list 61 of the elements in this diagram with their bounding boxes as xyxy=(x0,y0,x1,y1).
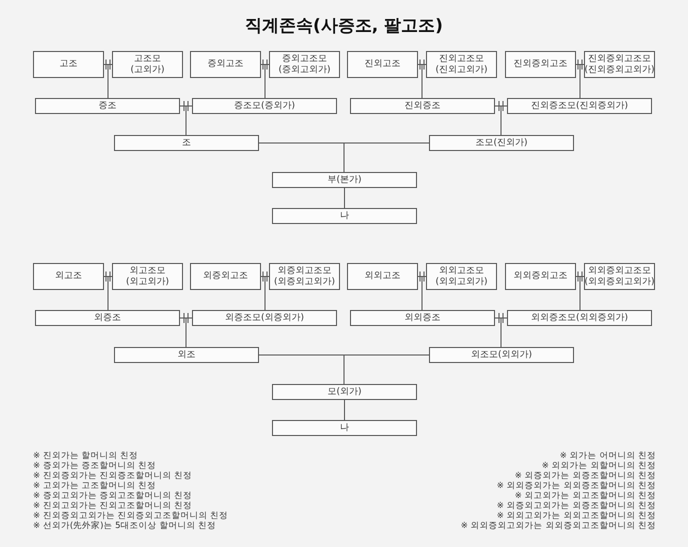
note: ※ 선외가(先外家)는 5대조이상 할머니의 친정 xyxy=(33,521,216,531)
connector-line xyxy=(344,188,345,208)
relative-box: 외증외고조 xyxy=(190,263,261,290)
relative-box: 진외고조 xyxy=(347,51,418,78)
marriage-line xyxy=(260,271,270,282)
relative-box: 진외증조 xyxy=(350,98,495,114)
note: ※ 외고외가는 외고조할머니의 친정 xyxy=(514,491,656,501)
relative-box: 외외증외고조모 (외외증외고외가) xyxy=(584,263,655,290)
relative-box: 외증조모(외증외가) xyxy=(192,310,337,326)
marriage-line xyxy=(260,59,270,70)
marriage-line xyxy=(576,271,584,282)
marriage-line xyxy=(418,271,426,282)
marriage-line xyxy=(104,59,112,70)
note: ※ 외증외가는 외증조할머니의 친정 xyxy=(514,471,656,481)
note: ※ 고외가는 고조할머니의 친정 xyxy=(33,481,156,491)
marriage-line xyxy=(576,59,584,70)
note: ※ 진외증외가는 진외증조할머니의 친정 xyxy=(33,471,192,481)
note: ※ 외외가는 외할머니의 친정 xyxy=(542,461,656,471)
relative-box: 진외고조모 (진외고외가) xyxy=(426,51,497,78)
relative-box: 증외고조 xyxy=(190,51,261,78)
note: ※ 증외고외가는 증외고조할머니의 친정 xyxy=(33,491,192,501)
relative-box: 고조모 (고외가) xyxy=(112,51,183,78)
relative-box: 외외증조모(외외증외가) xyxy=(507,310,652,326)
relative-box: 외고조 xyxy=(33,263,104,290)
note: ※ 외증외고외가는 외증조할머니의 친정 xyxy=(496,501,656,511)
note: ※ 외외고외가는 외외고조할머니의 친정 xyxy=(496,511,656,521)
title: 직계존속(사증조, 팔고조) xyxy=(244,15,444,37)
connector-line xyxy=(344,400,345,420)
relative-box: 모(외가) xyxy=(272,384,417,400)
relative-box: 부(본가) xyxy=(272,172,417,188)
relative-box: 진외증외고조모 (진외증외고외가) xyxy=(584,51,655,78)
marriage-line xyxy=(104,271,112,282)
note: ※ 외외증외고외가는 외외증외고조할머니의 친정 xyxy=(460,521,656,531)
relative-box: 외증외고조모 (외증외고외가) xyxy=(269,263,340,290)
relative-box: 나 xyxy=(272,208,417,224)
note: ※ 외외증외가는 외외증조할머니의 친정 xyxy=(496,481,656,491)
relative-box: 진외증조모(진외증외가) xyxy=(507,98,652,114)
relative-box: 증조 xyxy=(35,98,180,114)
relative-box: 외조 xyxy=(114,347,259,363)
descent-line xyxy=(258,142,430,172)
relative-box: 증외고조모 (증외고외가) xyxy=(269,51,340,78)
relative-box: 외조모(외외가) xyxy=(429,347,574,363)
note: ※ 진외가는 할머니의 친정 xyxy=(33,451,138,461)
relative-box: 외외증조 xyxy=(350,310,495,326)
marriage-line xyxy=(418,59,426,70)
relative-box: 진외증외고조 xyxy=(505,51,576,78)
relative-box: 증조모(증외가) xyxy=(192,98,337,114)
relative-box: 외외고조 xyxy=(347,263,418,290)
relative-box: 조모(진외가) xyxy=(429,135,574,151)
relative-box: 조 xyxy=(114,135,259,151)
note: ※ 진외고외가는 진외고조할머니의 친정 xyxy=(33,501,192,511)
descent-line xyxy=(258,354,430,384)
note: ※ 외가는 어머니의 친정 xyxy=(560,451,656,461)
relative-box: 외외고조모 (외외고외가) xyxy=(426,263,497,290)
note: ※ 진외증외고외가는 진외증외고조할머니의 친정 xyxy=(33,511,228,521)
relative-box: 외외증외고조 xyxy=(505,263,576,290)
note: ※ 증외가는 증조할머니의 친정 xyxy=(33,461,156,471)
relative-box: 외고조모 (외고외가) xyxy=(112,263,183,290)
relative-box: 외증조 xyxy=(35,310,180,326)
relative-box: 고조 xyxy=(33,51,104,78)
relative-box: 나 xyxy=(272,420,417,436)
